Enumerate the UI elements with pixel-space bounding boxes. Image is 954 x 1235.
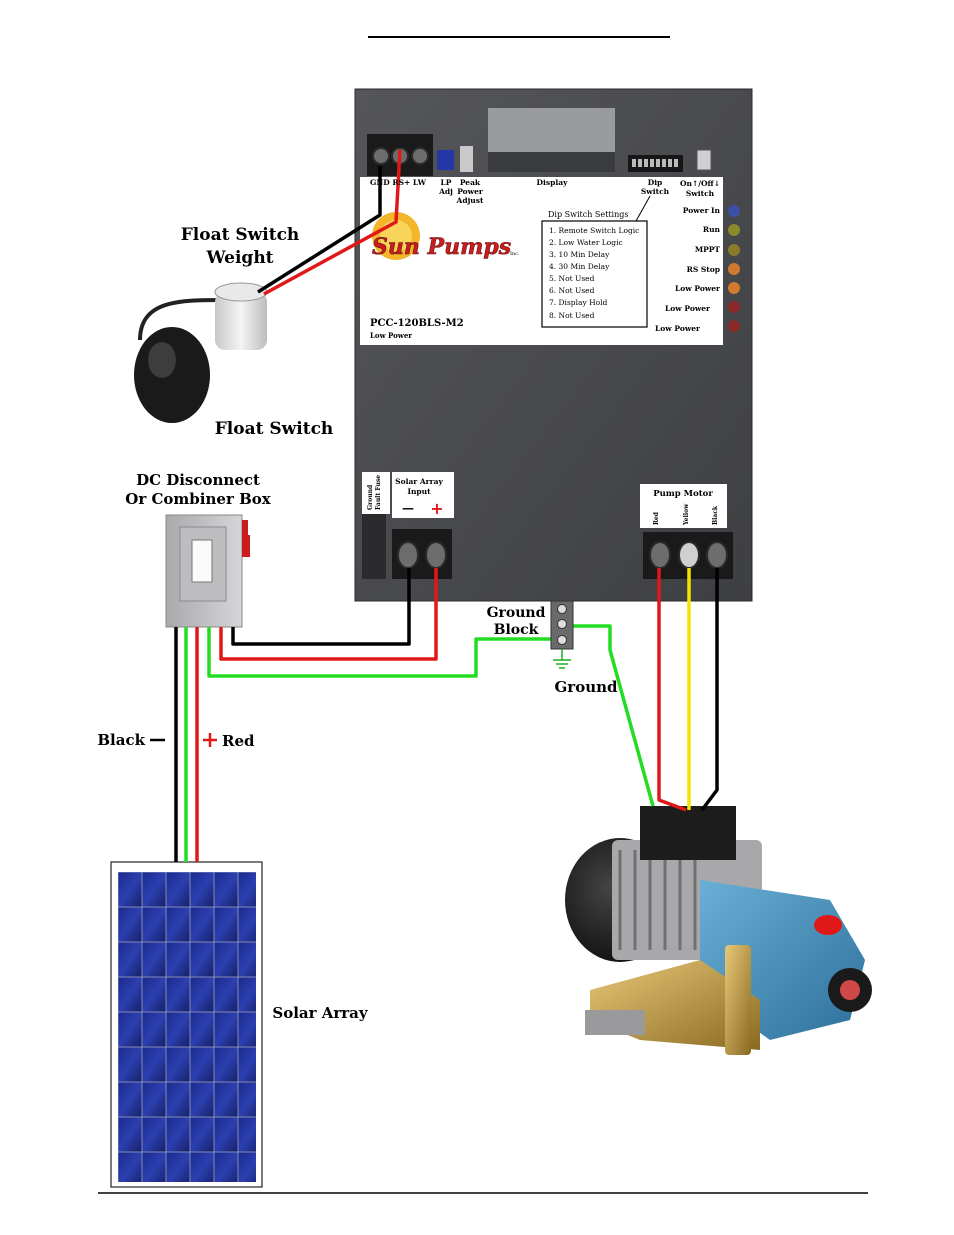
junction-box <box>640 806 736 860</box>
display-window <box>488 108 615 152</box>
top-terminals-label: GND RS+ LW <box>370 178 427 187</box>
ground-block-label-1: Ground <box>487 605 546 621</box>
pump-controller <box>354 88 753 602</box>
gff-label <box>362 472 390 514</box>
status-leds <box>728 205 740 332</box>
ground-label: Ground <box>554 678 618 696</box>
solar-minus: — <box>402 501 414 515</box>
dip-setting: 4. 30 Min Delay <box>549 262 610 271</box>
display-label: Display <box>537 178 569 187</box>
brand-text: Sun Pumps <box>372 234 511 260</box>
dc-disconnect <box>165 514 250 628</box>
dip-setting: 8. Not Used <box>549 311 595 320</box>
pump-wire-label: Yellow <box>683 503 690 526</box>
solar-input-label-1: Solar Array <box>395 477 443 486</box>
float-weight <box>215 292 267 350</box>
pump-motor-label <box>640 484 727 528</box>
pump-wire-label: Black <box>712 505 719 525</box>
lp-adj-label-2: Adj <box>438 187 453 196</box>
dip-label-1: Dip <box>648 178 663 187</box>
led-label: RS Stop <box>687 265 720 274</box>
onoff-label-1: On↑/Off↓ <box>680 179 720 188</box>
solar-input-label <box>392 472 454 518</box>
gff-fuse <box>362 514 386 579</box>
peak-label-3: Adjust <box>456 196 484 205</box>
led-label: MPPT <box>695 245 721 254</box>
peak-power-pot <box>460 146 473 172</box>
solar-panel <box>110 861 263 1188</box>
dip-settings-list: 1. Remote Switch Logic 2. Low Water Logi… <box>549 226 639 320</box>
brand-inc: Inc. <box>510 251 520 257</box>
dip-setting: 2. Low Water Logic <box>549 238 623 247</box>
onoff-label-2: Switch <box>686 189 715 198</box>
model-label: PCC-120BLS-M2 <box>370 318 464 329</box>
on-off-switch <box>696 149 712 171</box>
float-weight-label-1: Float Switch <box>181 225 300 245</box>
led-labels: Power In Run MPPT RS Stop Low Power Low … <box>655 206 721 333</box>
pump-motor-label-text: Pump Motor <box>653 489 713 499</box>
red-label: Red <box>222 732 255 750</box>
pump-motor-image <box>565 806 872 1055</box>
plus-sign <box>203 733 217 747</box>
solar-array-label: Solar Array <box>272 1004 369 1022</box>
dip-label-2: Switch <box>641 187 670 196</box>
ground-block-label-2: Block <box>494 622 539 638</box>
dip-settings-title: Dip Switch Settings <box>548 210 629 219</box>
float-switch-label: Float Switch <box>215 419 334 439</box>
led-label: Low Power <box>665 304 711 313</box>
dip-settings-box <box>541 220 648 328</box>
led-label: Run <box>703 225 721 234</box>
dip-setting: 5. Not Used <box>549 274 595 283</box>
solar-plus: + <box>430 499 443 518</box>
float-switch <box>134 282 268 423</box>
pump-wire-label: Red <box>653 511 660 525</box>
solar-input-label-2: Input <box>407 487 431 496</box>
peak-label-2: Power <box>457 187 484 196</box>
lp-adj-pot <box>437 150 454 170</box>
gff-label-1: Ground <box>367 484 374 510</box>
dip-setting: 7. Display Hold <box>549 298 608 307</box>
dip-setting: 6. Not Used <box>549 286 595 295</box>
wires <box>174 149 719 862</box>
black-label: Black <box>97 731 145 749</box>
led-label: Low Power <box>675 284 721 293</box>
ground-block <box>550 600 574 669</box>
model-sub-label: Low Power <box>370 331 412 340</box>
float-weight-label-2: Weight <box>205 248 273 268</box>
peak-label-1: Peak <box>460 178 481 187</box>
led-label: Power In <box>683 206 721 215</box>
gff-label-2: Fault Fuse <box>375 475 382 510</box>
dc-disconnect-label-1: DC Disconnect <box>136 471 260 489</box>
led-label: Low Power <box>655 324 701 333</box>
dip-setting: 3. 10 Min Delay <box>549 250 610 259</box>
dc-disconnect-label-2: Or Combiner Box <box>125 490 271 508</box>
lp-adj-label-1: LP <box>441 178 452 187</box>
dip-setting: 1. Remote Switch Logic <box>549 226 639 235</box>
